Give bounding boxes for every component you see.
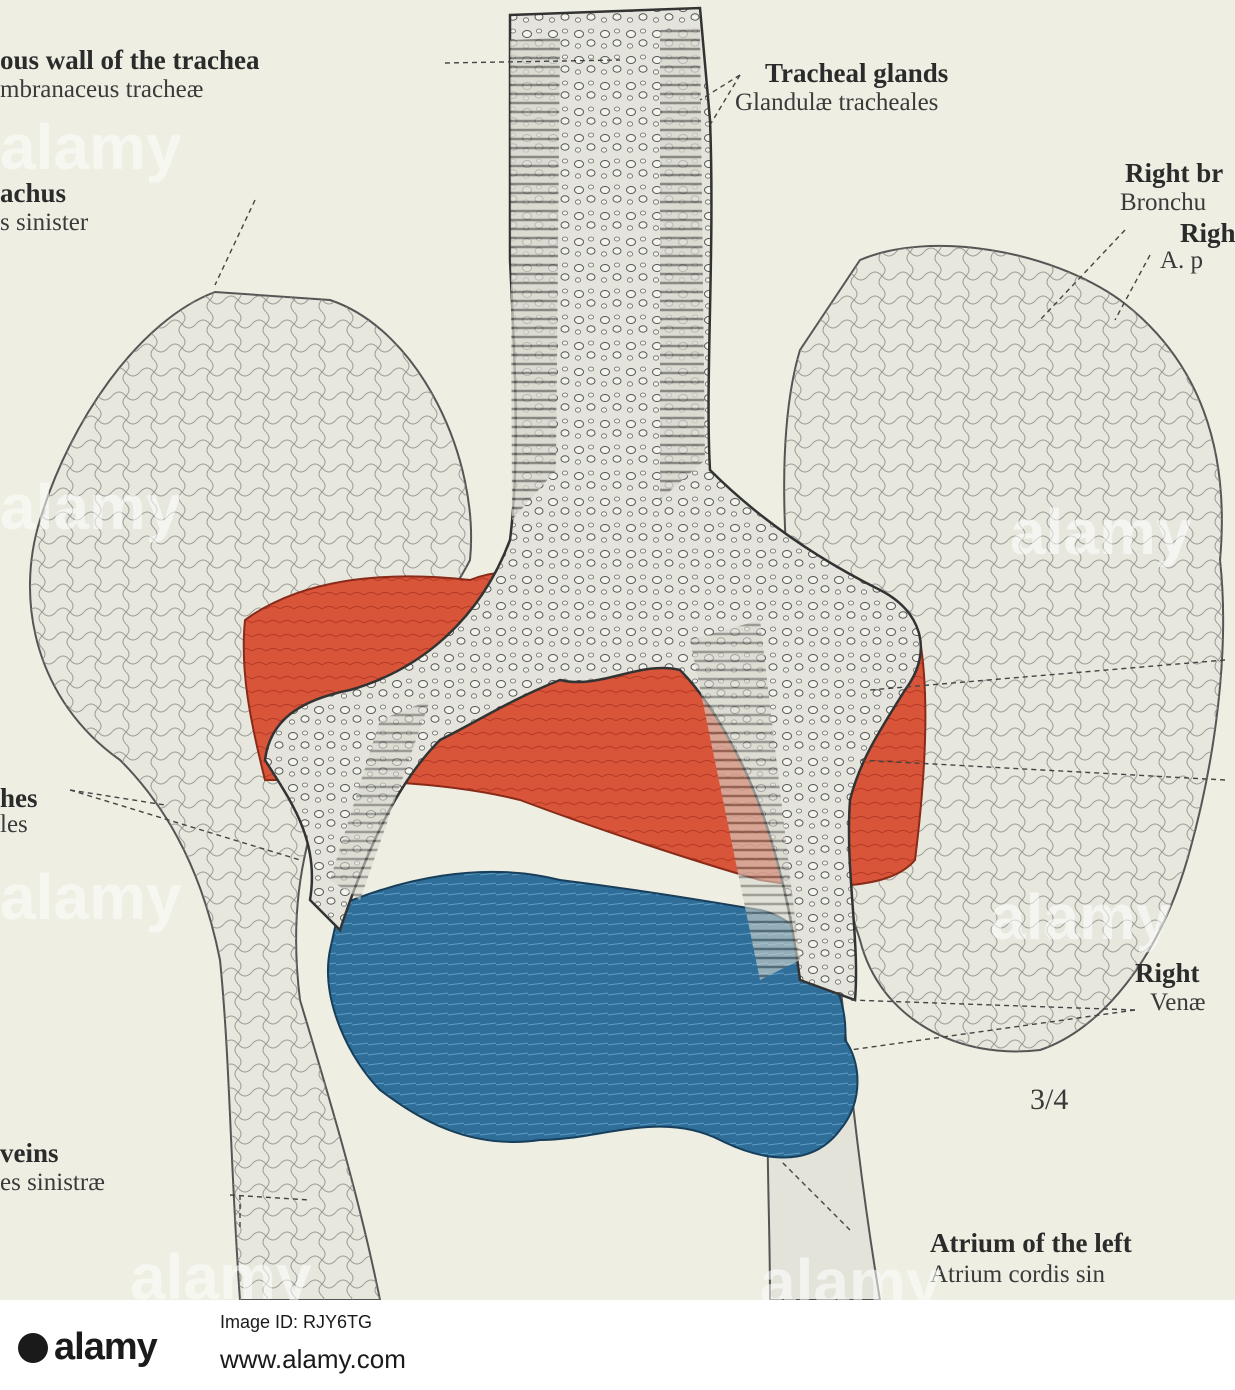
label-membranous-wall: ous wall of the trachea	[0, 45, 260, 75]
watermark-text: alamy	[990, 881, 1172, 953]
label-left-veins: veins	[0, 1138, 59, 1168]
label-tracheal-glands: Tracheal glands	[765, 58, 949, 88]
watermark-text: alamy	[0, 111, 182, 183]
label-right-artery: Righ	[1180, 218, 1235, 248]
scale-note: 3/4	[1030, 1083, 1069, 1116]
watermark-text: alamy	[130, 1241, 312, 1300]
site-url[interactable]: www.alamy.com	[220, 1344, 406, 1374]
watermark-text: alamy	[0, 861, 182, 933]
label-right-bronchus-latin: Bronchu	[1120, 189, 1207, 216]
label-tracheal-glands-latin: Glandulæ tracheales	[735, 89, 939, 116]
watermark-text: alamy	[0, 471, 182, 543]
label-atrium: Atrium of the left	[930, 1228, 1132, 1258]
stock-footer: alamy Image ID: RJY6TG www.alamy.com	[0, 1300, 1235, 1390]
label-right-veins: Right	[1135, 958, 1200, 988]
logo-mark-icon	[18, 1333, 48, 1363]
label-left-bronchus-latin: s sinister	[0, 209, 89, 236]
watermark-text: alamy	[1010, 496, 1192, 568]
anatomical-plate: ous wall of the trachea mbranaceus trach…	[0, 0, 1235, 1300]
label-left-veins-latin: es sinistræ	[0, 1169, 105, 1196]
label-atrium-latin: Atrium cordis sin	[930, 1261, 1105, 1288]
watermark-text: alamy	[760, 1246, 942, 1300]
image-id: Image ID: RJY6TG	[220, 1312, 373, 1332]
label-right-artery-latin: A. p	[1160, 247, 1204, 274]
illustration	[29, 6, 1226, 1300]
label-branches-latin: les	[0, 811, 28, 838]
label-right-bronchus: Right br	[1125, 158, 1224, 188]
label-branches: hes	[0, 783, 38, 813]
label-right-veins-latin: Venæ	[1150, 989, 1206, 1016]
label-left-bronchus: achus	[0, 178, 67, 208]
pulmonary-vein	[327, 870, 859, 1159]
label-membranous-wall-latin: mbranaceus tracheæ	[0, 76, 204, 103]
alamy-logo[interactable]: alamy	[18, 1326, 158, 1369]
